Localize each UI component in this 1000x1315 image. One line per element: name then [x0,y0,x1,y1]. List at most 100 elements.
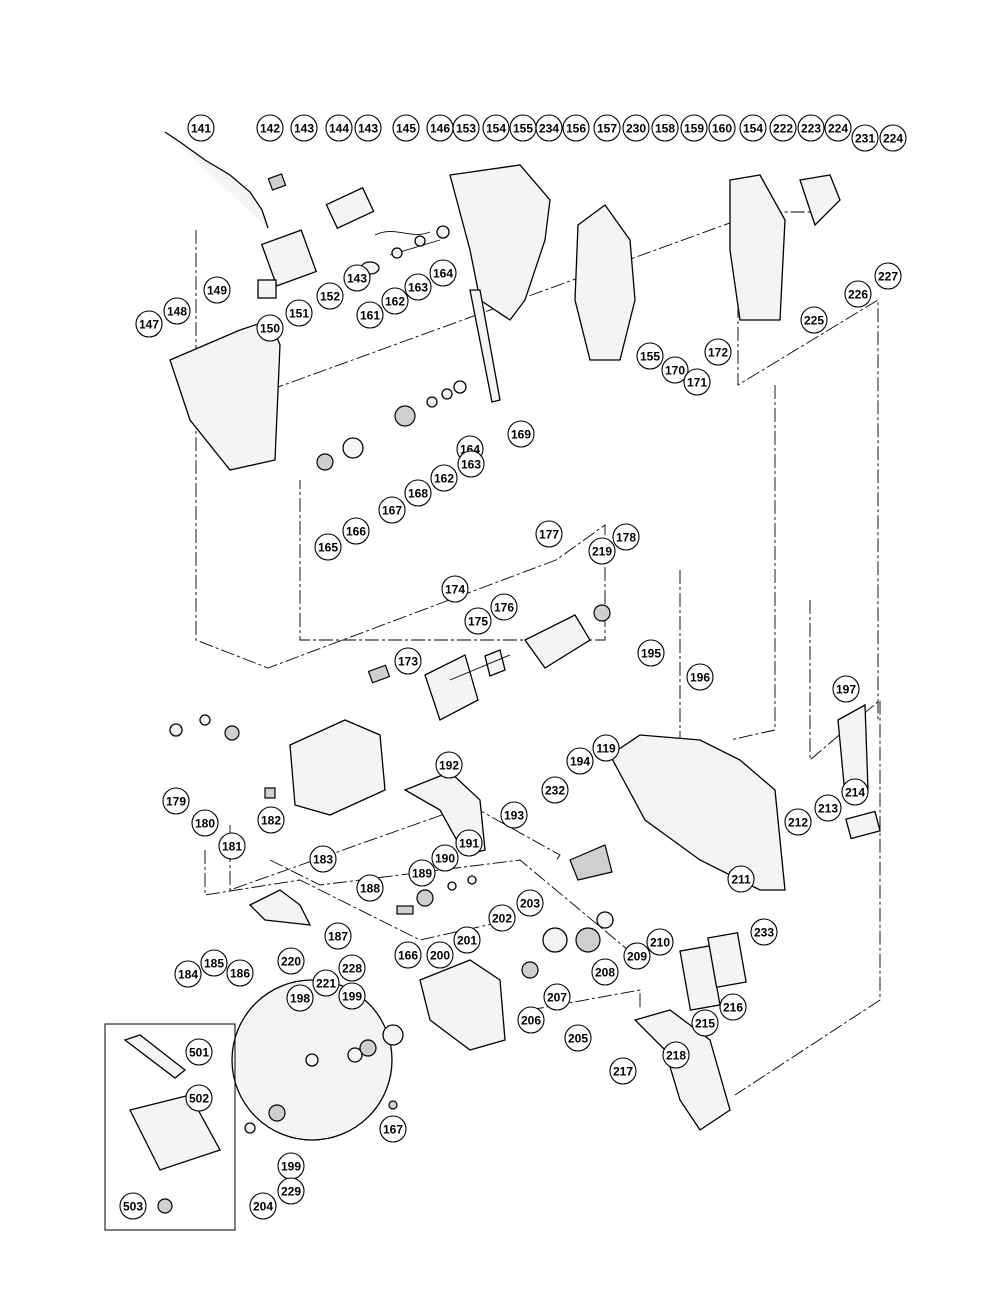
callout-circle [394,647,422,675]
callout-circle [662,1041,690,1069]
callout-label: 172 [708,346,728,360]
callout-circle [404,479,432,507]
callout-circle [651,114,679,142]
callout-label: 148 [167,305,187,319]
part-callout: 149 [203,276,231,304]
callout-label: 206 [521,1014,541,1028]
callout-circle [257,806,285,834]
motor-housing-and-handle-parts [146,164,841,471]
callout-circle [455,829,483,857]
callout-label: 196 [690,671,710,685]
callout-circle [683,368,711,396]
part-callout: 167 [378,496,406,524]
callout-circle [661,356,689,384]
callout-circle [832,675,860,703]
part-callout: 218 [662,1041,690,1069]
part-callout: 193 [500,801,528,829]
callout-circle [591,958,619,986]
callout-label: 167 [382,504,402,518]
part-callout: 501 [185,1038,213,1066]
part-callout: 195 [637,639,665,667]
callout-label: 226 [848,288,868,302]
callout-label: 201 [457,934,477,948]
part-callout: 146 [426,114,454,142]
part-callout: 173 [394,647,422,675]
callout-label: 170 [665,364,685,378]
part-callout: 163 [404,273,432,301]
callout-circle [277,1177,305,1205]
callout-label: 212 [788,816,808,830]
callout-label: 143 [358,122,378,136]
callout-label: 163 [408,281,428,295]
part-callout: 234 [535,114,563,142]
callout-circle [324,922,352,950]
part-callout: 177 [535,520,563,548]
callout-circle [356,301,384,329]
callout-circle [435,751,463,779]
callout-label: 155 [513,122,533,136]
callout-circle [218,832,246,860]
callout-circle [378,496,406,524]
part-callout: 224 [879,124,907,152]
callout-label: 154 [743,122,763,136]
callout-circle [686,663,714,691]
callout-circle [354,114,382,142]
callout-label: 160 [712,122,732,136]
callout-label: 176 [494,601,514,615]
part-callout: 157 [593,114,621,142]
part-callout: 502 [185,1084,213,1112]
callout-circle [185,1084,213,1112]
motor-case-parts [169,714,386,816]
callout-circle [256,114,284,142]
part-callout: 208 [591,958,619,986]
part-callout: 163 [457,450,485,478]
part-callout: 203 [516,889,544,917]
part-callout: 229 [277,1177,305,1205]
part-callout: 168 [404,479,432,507]
part-callout: 233 [750,918,778,946]
callout-label: 152 [320,290,340,304]
part-callout: 154 [482,114,510,142]
callout-label: 164 [433,267,453,281]
callout-circle [431,844,459,872]
callout-circle [490,593,518,621]
callout-circle [163,297,191,325]
part-callout: 190 [431,844,459,872]
callout-label: 188 [360,882,380,896]
callout-label: 224 [828,122,848,136]
callout-circle [739,114,767,142]
callout-label: 180 [195,817,215,831]
callout-circle [612,523,640,551]
part-callout: 202 [488,904,516,932]
callout-circle [750,918,778,946]
callout-label: 187 [328,930,348,944]
callout-circle [719,993,747,1021]
callout-circle [824,114,852,142]
part-callout: 153 [452,114,480,142]
part-callout: 199 [277,1152,305,1180]
callout-circle [708,114,736,142]
part-callout: 176 [490,593,518,621]
cord-and-wiring-parts [164,131,441,299]
callout-circle [535,520,563,548]
part-callout: 172 [704,338,732,366]
callout-circle [727,865,755,893]
callout-circle [457,450,485,478]
callout-label: 154 [486,122,506,136]
part-callout: 212 [784,808,812,836]
callout-label: 230 [626,122,646,136]
part-callout: 224 [824,114,852,142]
callout-circle [814,794,842,822]
callout-circle [256,314,284,342]
part-callout: 210 [646,928,674,956]
callout-label: 233 [754,926,774,940]
callout-label: 166 [398,949,418,963]
callout-circle [623,942,651,970]
callout-circle [343,264,371,292]
callout-label: 169 [511,428,531,442]
part-callout: 169 [507,420,535,448]
part-callout: 143 [343,264,371,292]
callout-label: 143 [294,122,314,136]
callout-label: 223 [801,122,821,136]
